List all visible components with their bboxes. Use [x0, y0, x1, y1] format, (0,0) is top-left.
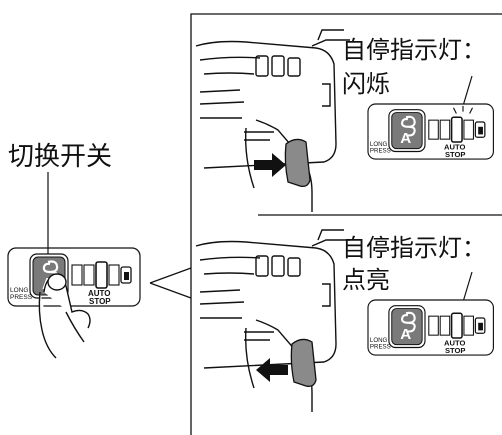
top-panel-letter: A: [400, 130, 411, 147]
trigger-arrow-release: [256, 358, 288, 382]
auto-label: AUTO: [88, 289, 111, 298]
blink-rays-icon: [452, 105, 474, 114]
switch-panel: A LONG PRESS AUTO STOP: [6, 246, 142, 308]
stop-label: STOP: [89, 297, 111, 306]
drill-top: [195, 29, 350, 212]
trigger-top: [284, 138, 311, 188]
long-press-label: LONG: [10, 287, 28, 294]
bottom-press-label: PRESS: [370, 343, 391, 350]
bottom-long-label: LONG: [370, 337, 388, 344]
detail-frame: [190, 13, 502, 435]
drill-bottom: [195, 229, 350, 412]
top-caption-line2: 闪烁: [342, 70, 390, 98]
press-label: PRESS: [10, 294, 33, 301]
top-caption-line1: 自停指示灯：: [342, 36, 486, 64]
trigger-arrow-pull: [254, 153, 286, 177]
callout-line-bottom: [149, 282, 192, 299]
bottom-caption-line1: 自停指示灯：: [342, 234, 486, 262]
bottom-caption-line2: 点亮: [342, 266, 390, 294]
top-control-panel: A LONG PRESS AUTO STOP: [366, 102, 495, 161]
top-auto-label: AUTO: [444, 143, 465, 152]
hand-icon: [38, 273, 91, 359]
top-press-label: PRESS: [370, 147, 391, 154]
bottom-stop-label: STOP: [445, 346, 466, 355]
bottom-auto-label: AUTO: [444, 339, 465, 348]
bottom-panel-letter: A: [400, 326, 411, 343]
callout-line-top: [149, 267, 192, 284]
switch-label: 切换开关: [8, 142, 112, 172]
top-long-label: LONG: [370, 141, 388, 148]
trigger-bottom: [290, 338, 317, 388]
bottom-control-panel: A LONG PRESS AUTO STOP: [366, 298, 495, 357]
top-stop-label: STOP: [445, 150, 466, 159]
